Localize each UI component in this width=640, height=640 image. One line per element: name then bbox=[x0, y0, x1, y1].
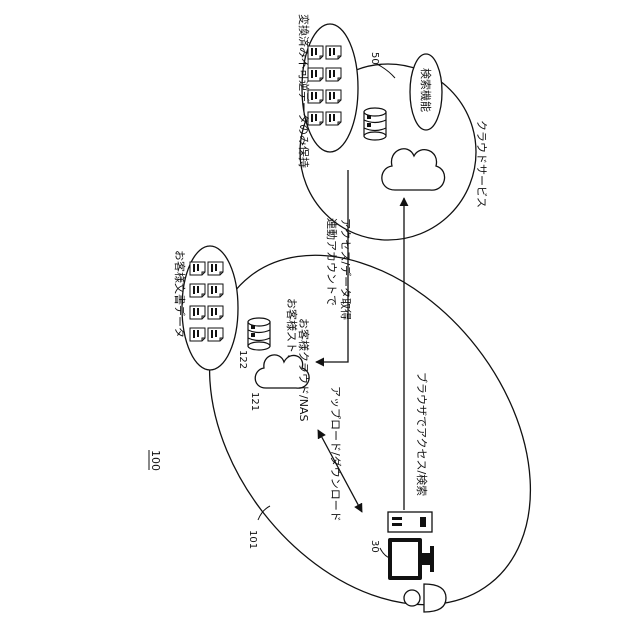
customer-cloud-ref-text: 121 bbox=[249, 392, 260, 411]
customer-storage-ref: 122 bbox=[237, 350, 248, 369]
upload-download-label-text: アップロード/ダウンロード bbox=[329, 386, 343, 522]
computer-tower-icon bbox=[388, 512, 432, 532]
upload-download-label: アップロード/ダウンロード bbox=[329, 386, 343, 522]
terminal-ref-text: 30 bbox=[369, 540, 380, 553]
customer-docs-label: お客様文書データ bbox=[173, 250, 187, 338]
cloud-service-ref: 50 bbox=[369, 52, 380, 65]
customer-area-ref-text: 101 bbox=[247, 530, 258, 549]
search-function-label: 検索機能 bbox=[419, 68, 433, 112]
linked-account-label: 連動アカウントで アクセス/データ取得 bbox=[325, 218, 353, 320]
customer-docs-label-text: お客様文書データ bbox=[173, 250, 187, 338]
cloud-service-ref-text: 50 bbox=[369, 52, 380, 65]
figure-number-text: 100 bbox=[149, 450, 162, 471]
converted-data-label: 変換済み不可逆データのみ保持 bbox=[297, 14, 311, 168]
customer-area-ref: 101 bbox=[247, 530, 258, 549]
cloud-service-label-text: クラウドサービス bbox=[475, 120, 488, 208]
user-icon bbox=[404, 584, 446, 612]
linked-account-line1: 連動アカウントで bbox=[325, 218, 339, 306]
browser-access-label: ブラウザでアクセス/検索 bbox=[415, 372, 429, 496]
customer-storage-ref-text: 122 bbox=[237, 350, 248, 369]
terminal-ref: 30 bbox=[369, 540, 380, 553]
cloud-service-server-icon bbox=[364, 108, 386, 140]
customer-cloud-label-text: お客様クラウド/NAS bbox=[297, 318, 311, 421]
figure-number: 100 bbox=[149, 450, 162, 471]
monitor-icon bbox=[388, 538, 434, 580]
converted-data-label-text: 変換済み不可逆データのみ保持 bbox=[297, 14, 311, 168]
browser-access-label-text: ブラウザでアクセス/検索 bbox=[415, 372, 429, 496]
search-function-label-text: 検索機能 bbox=[419, 68, 433, 112]
cloud-service-cloud-icon bbox=[382, 149, 445, 190]
cloud-service-leader bbox=[377, 64, 395, 78]
customer-cloud-ref: 121 bbox=[249, 392, 260, 411]
customer-storage-icon bbox=[248, 318, 270, 350]
customer-cloud-label: お客様クラウド/NAS bbox=[297, 318, 311, 421]
linked-account-line2: アクセス/データ取得 bbox=[339, 218, 353, 320]
cloud-service-label: クラウドサービス bbox=[475, 120, 488, 208]
